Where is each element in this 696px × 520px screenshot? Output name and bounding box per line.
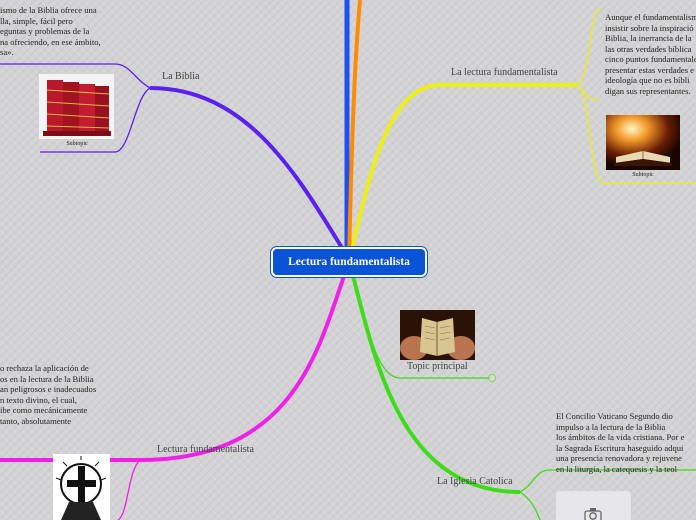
note-line: an peligrosos e inadecuados [0, 384, 97, 394]
glowing-open-bible-image[interactable] [606, 115, 680, 170]
stack-of-red-books-image[interactable] [39, 74, 114, 139]
note-line: n texto divino, el cual, [0, 394, 77, 405]
lectura-fundamentalista-right-label: La lectura fundamentalista [451, 67, 558, 78]
note-line: Aunque el fundamentalismo [605, 12, 696, 22]
note-line: las otras verdades bíblica [605, 43, 692, 54]
note-line: El Concilio Vaticano Segundo dio [556, 411, 673, 421]
note-line: insistir sobre la inspiració [605, 22, 694, 33]
topic-principal-label: Topic principal [407, 361, 468, 372]
lectura-fundamentalista-left-label: Lectura fundamentalista [157, 444, 254, 455]
connector-yellow-note [577, 84, 601, 101]
la-biblia-label: La Biblia [162, 71, 200, 82]
note-line: o rechaza la aplicación de [0, 363, 89, 373]
lectura-fundamentalista-right-note[interactable]: Aunque el fundamentalismo insistir sobre… [605, 12, 696, 96]
la-biblia-subtopic[interactable]: Subtopic [52, 141, 102, 147]
note-line: lla, simple, fácil pero [0, 15, 73, 26]
connector-green-main [349, 267, 521, 494]
note-line: digan sus representantes. [605, 85, 691, 96]
note-line: ismo de la Biblia ofrece una [0, 5, 97, 15]
note-line: ibe como mecánicamente [0, 405, 88, 415]
connector-green-topic [357, 289, 490, 379]
lectura-fundamentalista-left-topic[interactable]: Lectura fundamentalista [157, 444, 254, 455]
connector-magenta-left [0, 267, 349, 462]
note-line: tanto, absolutamente [0, 415, 72, 426]
lectura-fundamentalista-left-note[interactable]: o rechaza la aplicación de os en la lect… [0, 363, 110, 426]
topic-principal-topic[interactable]: Topic principal [407, 361, 468, 372]
connector-yellow-upper [577, 7, 601, 86]
note-line: cinco puntos fundamentale [605, 54, 696, 64]
central-topic-label: Lectura fundamentalista [288, 256, 410, 268]
subtopic-caption: Subtopic [632, 172, 654, 178]
connector-purple-biblia-lower [40, 87, 151, 153]
connector-yellow-right [350, 83, 578, 251]
note-line: os en la lectura de la Biblia [0, 373, 94, 384]
camera-placeholder-icon[interactable] [556, 491, 631, 520]
iglesia-catolica-label: La Iglesia Catolica [437, 476, 513, 487]
note-line: eguntas y problemas de la [0, 26, 90, 36]
connector-purple-biblia-upper [0, 63, 151, 89]
lectura-fundamentalista-right-topic[interactable]: La lectura fundamentalista [451, 67, 558, 78]
note-line: sa». [0, 47, 14, 57]
note-line: impulso a la lectura de la Biblia [556, 421, 666, 432]
la-biblia-note[interactable]: ismo de la Biblia ofrece una lla, simple… [0, 5, 120, 58]
connector-yellow-lower [577, 84, 696, 184]
connector-purple-la-biblia [149, 86, 349, 258]
note-line: presentar estas verdades e [605, 64, 694, 75]
la-biblia-topic[interactable]: La Biblia [162, 71, 200, 82]
connector-green-upper [519, 469, 696, 493]
note-line: Biblia, la inerrancia de la [605, 33, 692, 43]
note-line: na ofreciendo, en ese ámbito, [0, 36, 101, 47]
hands-holding-book-image[interactable] [400, 310, 475, 360]
expand-collapse-handle[interactable] [488, 374, 496, 382]
central-topic[interactable]: Lectura fundamentalista [271, 247, 427, 277]
cross-and-monk-image[interactable] [53, 454, 110, 520]
connector-magenta-lower [117, 459, 141, 520]
subtopic-caption: Subtopic [66, 141, 88, 147]
note-line: la Sagrada Escritura haseguido adqui [556, 442, 684, 453]
iglesia-catolica-topic[interactable]: La Iglesia Catolica [437, 476, 513, 487]
note-line: ideología que no es bíbli [605, 75, 690, 85]
lectura-fundamentalista-right-subtopic[interactable]: Subtopic [618, 172, 668, 178]
note-line: una presencia renovadora y rejuvene [556, 453, 682, 463]
note-line: los ámbitos de la vida cristiana. Por e [556, 432, 685, 442]
connector-green-lower [519, 491, 541, 520]
connector-orange-up [347, 0, 362, 261]
note-line: en la liturgia, la catequesis y la teol [556, 463, 678, 474]
iglesia-catolica-note[interactable]: El Concilio Vaticano Segundo dio impulso… [556, 411, 696, 474]
